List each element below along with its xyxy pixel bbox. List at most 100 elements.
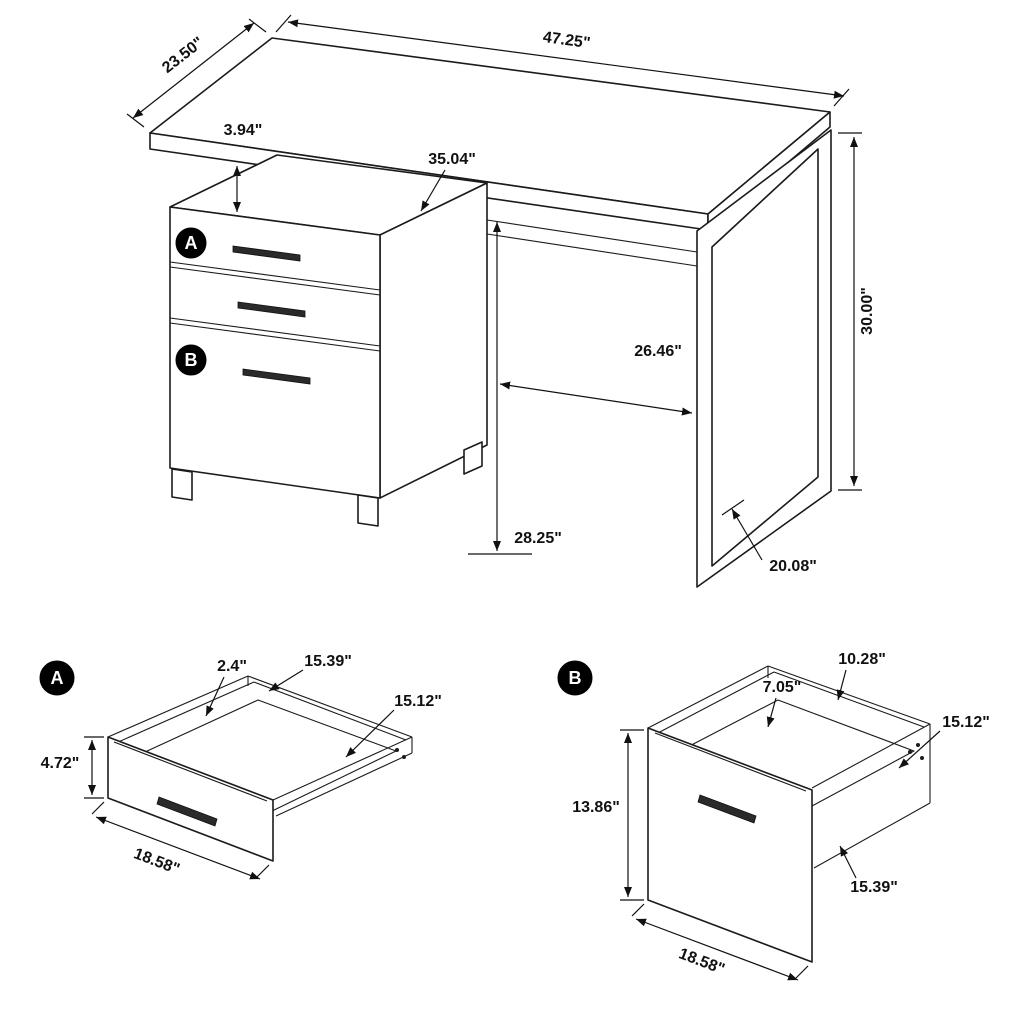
dim-b-height-ext xyxy=(620,729,644,901)
dim-a-thickness-label: 2.4" xyxy=(217,658,247,675)
dim-rail-leader xyxy=(420,169,446,212)
drawer3-handle xyxy=(242,368,311,385)
marker-a-circle xyxy=(175,227,207,259)
drawer-b-marker: B xyxy=(557,660,593,696)
dim-b-inner-depth-label: 15.12" xyxy=(942,714,990,731)
dim-height: 30.00" xyxy=(838,132,876,491)
dim-top-depth-label: 23.50" xyxy=(159,34,207,77)
a-left-wall xyxy=(107,675,255,744)
dim-a-front-height: 4.72" xyxy=(41,736,104,799)
pedestal-foot-back xyxy=(463,441,483,475)
dim-top-width-line xyxy=(287,19,845,99)
pedestal-marker-a: A xyxy=(175,227,207,259)
a-cam-hole-1 xyxy=(395,748,399,752)
dim-b-inner-width-leader xyxy=(839,845,857,879)
dim-b-inner-width-label: 15.39" xyxy=(850,879,898,896)
drawer-divider-2 xyxy=(169,317,381,352)
a-back-wall xyxy=(247,675,413,741)
dim-b-width-line xyxy=(635,918,799,981)
drawer-b-circle xyxy=(557,660,593,696)
marker-b-letter: B xyxy=(185,350,198,370)
support-rail xyxy=(486,219,698,267)
drawer-a-marker: A xyxy=(39,660,75,696)
dim-height-ext xyxy=(838,132,862,491)
dim-b-front-height: 13.86" xyxy=(572,729,644,901)
drawer-a-detail: A 4.72" 18.58" 2.4" xyxy=(39,653,442,880)
dim-b-inner-depth-leader xyxy=(898,730,941,769)
a-cam-hole-2 xyxy=(402,755,406,759)
dim-b-side-height: 7.05" xyxy=(763,679,802,728)
dim-a-inner-depth-label: 15.12" xyxy=(394,693,442,710)
drawer-b-detail: B 13.86" 18.58" 10.28" xyxy=(557,651,990,981)
drawer1-handle xyxy=(232,245,301,262)
marker-b-circle xyxy=(175,344,207,376)
drawer-a-circle xyxy=(39,660,75,696)
drawer-b-box xyxy=(647,665,931,963)
dim-rail-label: 35.04" xyxy=(428,151,476,168)
dim-leg-depth-label: 20.08" xyxy=(769,558,817,575)
dim-b-height-label: 13.86" xyxy=(572,799,620,816)
b-cam-hole-3 xyxy=(920,756,924,760)
dim-rail: 35.04" xyxy=(420,151,476,212)
dim-b-back-height-leader xyxy=(836,669,847,701)
dim-top-width: 47.25" xyxy=(275,14,850,107)
a-right-wall xyxy=(272,736,413,817)
a-front-panel xyxy=(107,736,274,862)
dim-b-back-height: 10.28" xyxy=(836,651,886,701)
dim-clearance-label: 28.25" xyxy=(514,530,562,547)
desk-overview: A B 47.25" 23.50" 3.94" 35.04" xyxy=(126,14,876,588)
dim-b-width-ext xyxy=(631,903,809,979)
dim-a-inner-depth: 15.12" xyxy=(345,693,442,758)
right-leg-frame xyxy=(696,129,832,588)
dim-a-thickness: 2.4" xyxy=(205,658,247,717)
pedestal xyxy=(169,154,488,527)
pedestal-foot-right xyxy=(357,494,379,527)
dim-a-inner-width-label: 15.39" xyxy=(304,653,352,670)
drawer-b-letter: B xyxy=(569,668,582,688)
drawer-a-letter: A xyxy=(51,668,64,688)
dim-top-depth-ext xyxy=(126,18,267,128)
dim-leg-depth: 20.08" xyxy=(721,499,817,575)
drawer-a-box xyxy=(107,675,413,862)
drawer2-handle xyxy=(237,301,306,318)
a-front-top-inner xyxy=(113,741,268,802)
b-right-wall xyxy=(811,723,931,869)
b-cam-hole-1 xyxy=(916,743,920,747)
b-front-top-inner xyxy=(654,732,807,792)
dim-height-label: 30.00" xyxy=(859,287,876,335)
dim-top-depth-line xyxy=(132,22,255,119)
dim-leg-depth-tick xyxy=(721,499,745,516)
pedestal-foot-left xyxy=(171,468,193,501)
pedestal-front-face xyxy=(169,206,381,499)
dim-clearance-height: 28.25" xyxy=(468,222,562,555)
dim-a-inner-depth-leader xyxy=(345,709,395,758)
dim-a-height-label: 4.72" xyxy=(41,755,80,772)
dim-leg-depth-leader xyxy=(731,508,763,561)
dim-a-width-line xyxy=(95,816,261,880)
dim-b-side-height-leader xyxy=(766,697,777,728)
dim-a-thickness-leader xyxy=(205,676,225,717)
b-front-panel xyxy=(647,727,813,963)
dim-a-height-ext xyxy=(84,736,104,799)
dim-knee-label: 26.46" xyxy=(634,343,682,360)
rail-lines xyxy=(486,219,698,267)
dim-b-inner-width: 15.39" xyxy=(839,845,898,896)
dim-b-side-height-label: 7.05" xyxy=(763,679,802,696)
dim-top-width-label: 47.25" xyxy=(542,29,591,52)
dim-knee-clearance: 26.46" xyxy=(499,343,693,416)
dim-a-inner-width-leader xyxy=(268,669,304,692)
marker-a-letter: A xyxy=(185,233,198,253)
b-cam-hole-2 xyxy=(908,750,912,754)
dim-gap: 3.94" xyxy=(224,122,263,212)
dim-a-inner-width: 15.39" xyxy=(268,653,352,692)
dim-a-width-label: 18.58" xyxy=(131,845,182,878)
dim-knee-line xyxy=(499,381,693,416)
drawer-divider-1 xyxy=(169,261,381,296)
dim-b-inner-depth: 15.12" xyxy=(898,714,990,769)
b-left-wall xyxy=(647,665,775,735)
dim-gap-label: 3.94" xyxy=(224,122,263,139)
b-handle xyxy=(697,794,757,824)
b-back-wall xyxy=(767,665,931,728)
